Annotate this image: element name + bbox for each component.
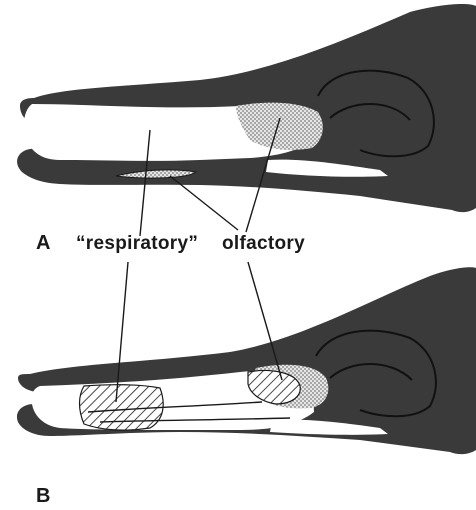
panel-label-b: B (36, 485, 50, 507)
olfactory-label: olfactory (222, 233, 305, 254)
respiratory-label: “respiratory” (76, 233, 198, 254)
skull-a (17, 4, 476, 212)
skull-b-respiratory-hatch (80, 385, 164, 430)
panel-label-a: A (36, 232, 50, 254)
skull-b (17, 267, 476, 454)
